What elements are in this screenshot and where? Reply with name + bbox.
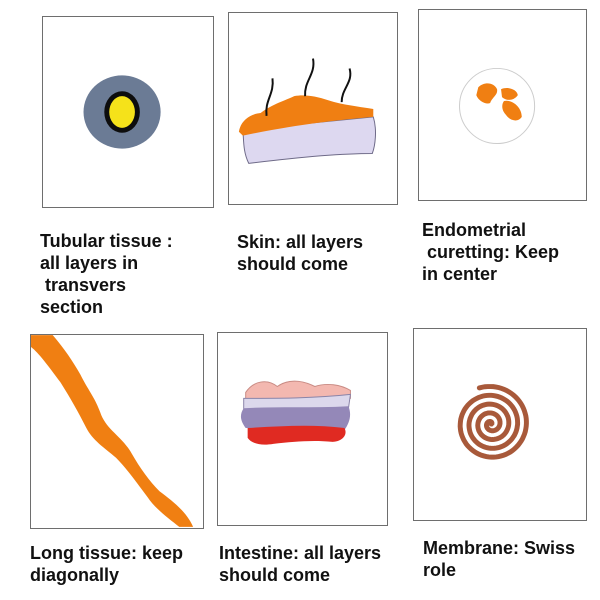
- membrane-panel: [413, 328, 587, 521]
- endometrial-curetting-illustration: [459, 67, 536, 145]
- long-tissue-strip: [31, 335, 194, 527]
- endometrial-curetting-panel: [418, 9, 587, 201]
- skin-caption: Skin: all layers should come: [237, 232, 364, 274]
- intestine-serosa-layer: [247, 425, 346, 445]
- membrane-illustration: [457, 384, 529, 460]
- tubular-tissue-illustration: [83, 75, 161, 149]
- tube-lumen: [109, 96, 135, 128]
- long-tissue-caption: Long tissue: keep diagonally: [30, 543, 184, 585]
- long-tissue-panel: [30, 334, 204, 529]
- long-tissue-illustration: [31, 335, 194, 527]
- skin-panel: [228, 12, 398, 205]
- intestine-caption: Intestine: all layers should come: [219, 543, 382, 585]
- skin-illustration: [238, 58, 376, 164]
- swiss-roll-spiral: [457, 384, 529, 460]
- membrane-caption: Membrane: Swiss role: [423, 538, 576, 580]
- skin-hair-1: [265, 78, 274, 117]
- intestine-muscular-layer: [240, 406, 351, 430]
- skin-epidermis-layer: [238, 95, 374, 136]
- curetting-fragment-2: [501, 88, 518, 100]
- curetting-boundary: [459, 67, 536, 145]
- curetting-fragment-1: [476, 83, 498, 104]
- endometrial-curetting-caption: Endometrial curetting: Keep in center: [422, 220, 560, 284]
- tubular-tissue-caption: Tubular tissue : all layers in transvers…: [40, 231, 173, 317]
- tubular-tissue-panel: [42, 16, 214, 208]
- skin-hair-3: [340, 68, 352, 103]
- skin-hair-2: [304, 58, 315, 97]
- intestine-illustration: [240, 380, 352, 445]
- curetting-fragment-3: [502, 100, 522, 121]
- intestine-panel: [217, 332, 388, 526]
